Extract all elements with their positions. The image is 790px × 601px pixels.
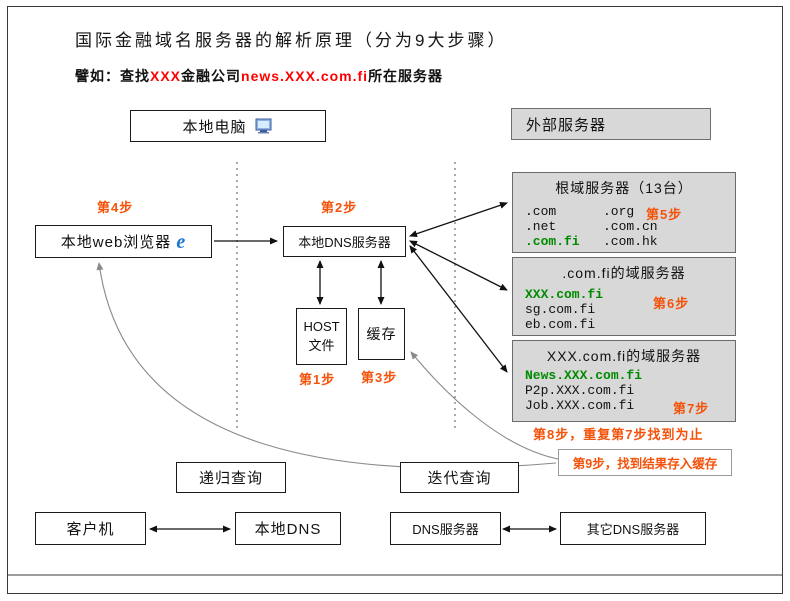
outer-frame (7, 6, 783, 594)
step-5-label: 第5步 (646, 207, 683, 222)
subtitle-highlight-domain: news.XXX.com.fi (241, 68, 369, 84)
dns-server-label: DNS服务器 (412, 522, 479, 537)
iterative-query-label: 迭代查询 (427, 470, 492, 487)
step-9-label: 第9步，找到结果存入缓存 (572, 457, 718, 471)
iterative-query-box: 迭代查询 (400, 462, 519, 493)
computer-icon (255, 118, 271, 134)
local-dns-server-label: 本地DNS服务器 (298, 235, 391, 250)
cache-box: 缓存 (358, 308, 405, 360)
local-dns-box: 本地DNS (235, 512, 341, 545)
host-file-label-line2: 文件 (308, 337, 335, 353)
local-computer-box: 本地电脑 (130, 110, 326, 142)
web-browser-label: 本地web浏览器 (60, 234, 172, 251)
other-dns-server-label: 其它DNS服务器 (586, 522, 680, 537)
root-server-entry: .com (525, 204, 557, 219)
comfi-servers-box: .com.fi的域服务器 XXX.com.fi sg.com.fi eb.com… (512, 257, 736, 336)
recursive-query-label: 递归查询 (198, 470, 263, 487)
xxx-server-entry: P2p.XXX.com.fi (525, 383, 635, 398)
other-dns-server-box: 其它DNS服务器 (560, 512, 706, 545)
comfi-server-entry: sg.com.fi (525, 302, 596, 317)
local-dns-label: 本地DNS (254, 521, 322, 538)
root-server-entry-highlighted: .com.fi (525, 234, 580, 249)
root-server-entry: .org (603, 204, 635, 219)
root-server-entry: .com.hk (603, 234, 658, 249)
step-9-note-box: 第9步，找到结果存入缓存 (558, 449, 732, 476)
subtitle-text: 譬如：查找 (75, 68, 150, 84)
recursive-query-box: 递归查询 (176, 462, 286, 493)
comfi-server-entry-highlighted: XXX.com.fi (525, 287, 604, 302)
subtitle-text: 所在服务器 (368, 68, 444, 84)
external-server-label: 外部服务器 (526, 116, 607, 134)
root-server-entry: .com.cn (603, 219, 658, 234)
host-file-label-line1: HOST (303, 318, 340, 334)
step-3-label: 第3步 (361, 370, 398, 385)
step-6-label: 第6步 (653, 296, 690, 311)
step-8-label: 第8步，重复第7步找到为止 (533, 427, 704, 442)
step-2-label: 第2步 (321, 200, 358, 215)
step-7-label: 第7步 (673, 401, 710, 416)
host-file-box: HOST 文件 (296, 308, 347, 365)
local-computer-label: 本地电脑 (182, 118, 247, 136)
root-server-entry: .net (525, 219, 557, 234)
comfi-server-entry: eb.com.fi (525, 317, 596, 332)
subtitle-text: 金融公司 (181, 68, 242, 84)
comfi-servers-title: .com.fi的域服务器 (562, 265, 686, 281)
dns-server-box: DNS服务器 (390, 512, 501, 545)
root-servers-box: 根域服务器（13台） .com .net .com.fi .org .com.c… (512, 172, 736, 253)
xxx-server-entry: Job.XXX.com.fi (525, 398, 635, 413)
xxx-servers-title: XXX.com.fi的域服务器 (546, 348, 702, 364)
root-servers-title: 根域服务器（13台） (555, 180, 693, 196)
ie-browser-icon: e (176, 230, 187, 253)
external-server-box: 外部服务器 (511, 108, 711, 140)
xxx-server-entry-highlighted: News.XXX.com.fi (525, 368, 643, 383)
local-dns-server-box: 本地DNS服务器 (283, 226, 406, 257)
web-browser-box: 本地web浏览器 e (35, 225, 212, 258)
subtitle-highlight-company: XXX (150, 68, 182, 84)
cache-label: 缓存 (366, 326, 397, 342)
step-1-label: 第1步 (299, 372, 336, 387)
xxx-servers-box: XXX.com.fi的域服务器 News.XXX.com.fi P2p.XXX.… (512, 340, 736, 422)
page-title: 国际金融域名服务器的解析原理（分为9大步骤） (75, 31, 508, 50)
client-box: 客户机 (35, 512, 146, 545)
example-subtitle: 譬如：查找XXX金融公司news.XXX.com.fi所在服务器 (75, 66, 443, 86)
step-4-label: 第4步 (97, 200, 134, 215)
client-label: 客户机 (66, 521, 115, 538)
